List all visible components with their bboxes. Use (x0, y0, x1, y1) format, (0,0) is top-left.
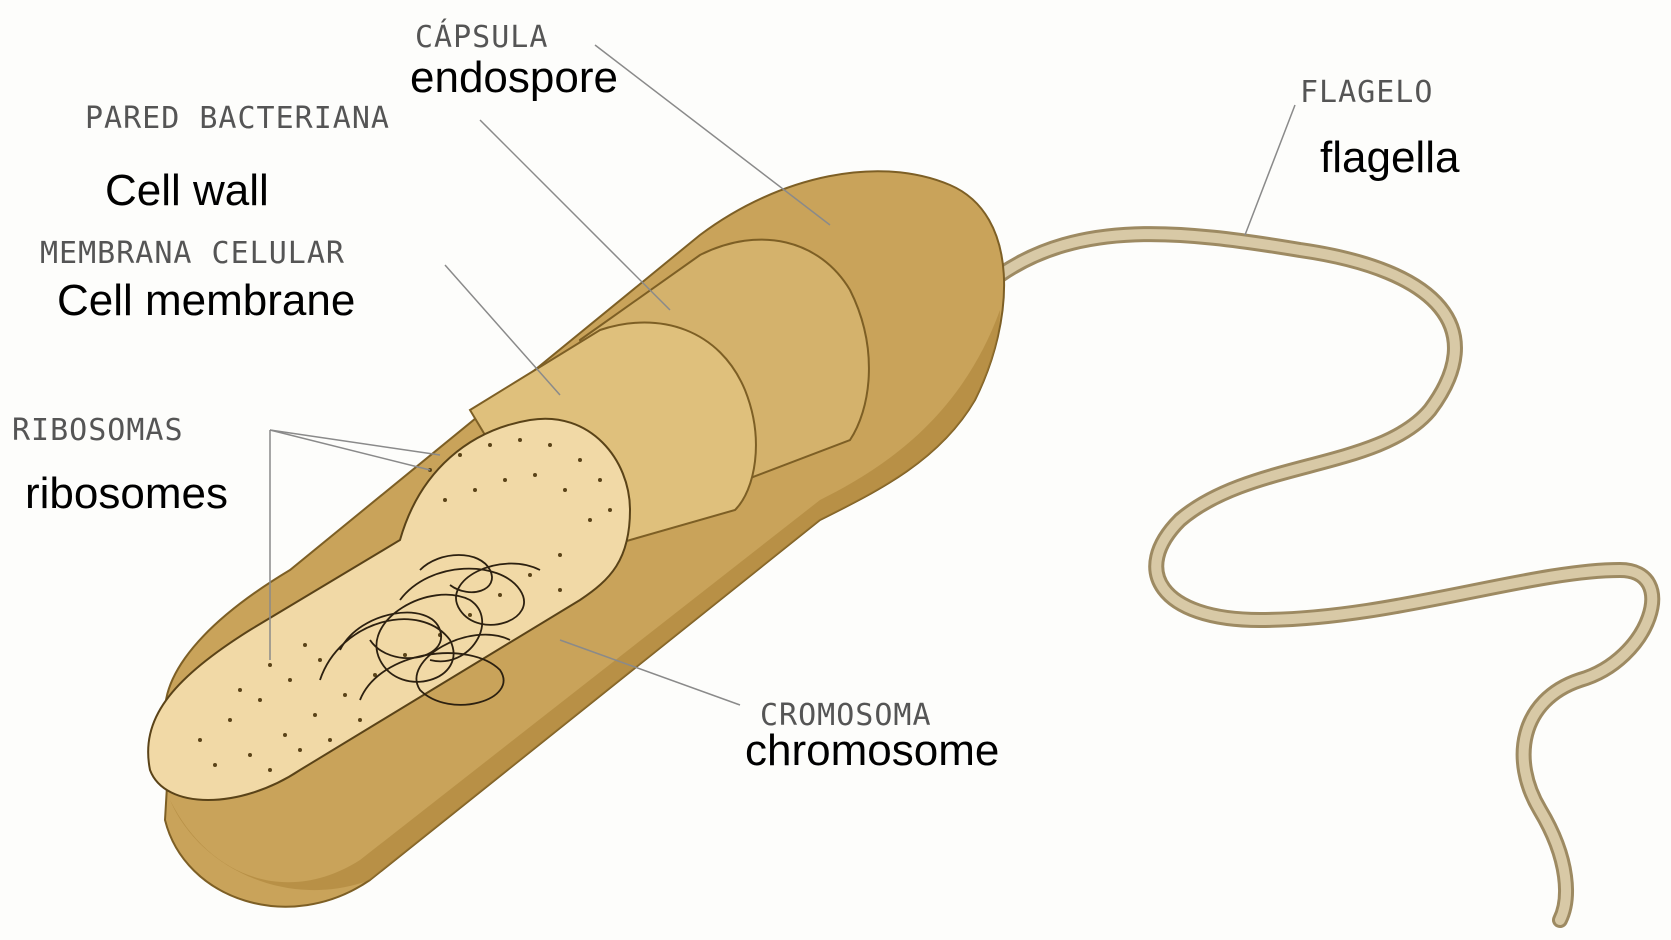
label-cell-membrane: Cell membrane (57, 276, 355, 325)
leader-cell-wall (480, 120, 670, 310)
label-capsula: CÁPSULA (415, 19, 548, 55)
label-pared-bacteriana: PARED BACTERIANA (85, 101, 390, 136)
flagellum-fill (1000, 234, 1652, 920)
label-ribosomas: RIBOSOMAS (12, 413, 184, 448)
label-ribosomes: ribosomes (25, 469, 228, 518)
label-cell-wall: Cell wall (105, 166, 269, 215)
flagellum (1000, 234, 1652, 920)
leader-capsule (595, 45, 830, 225)
leader-flagellum (1245, 105, 1295, 235)
label-endospore: endospore (410, 53, 618, 102)
label-chromosome: chromosome (745, 726, 999, 775)
label-membrana-celular: MEMBRANA CELULAR (40, 236, 345, 271)
label-flagella: flagella (1320, 133, 1460, 182)
leader-cell-membrane (445, 265, 560, 395)
label-flagelo: FLAGELO (1300, 75, 1433, 110)
